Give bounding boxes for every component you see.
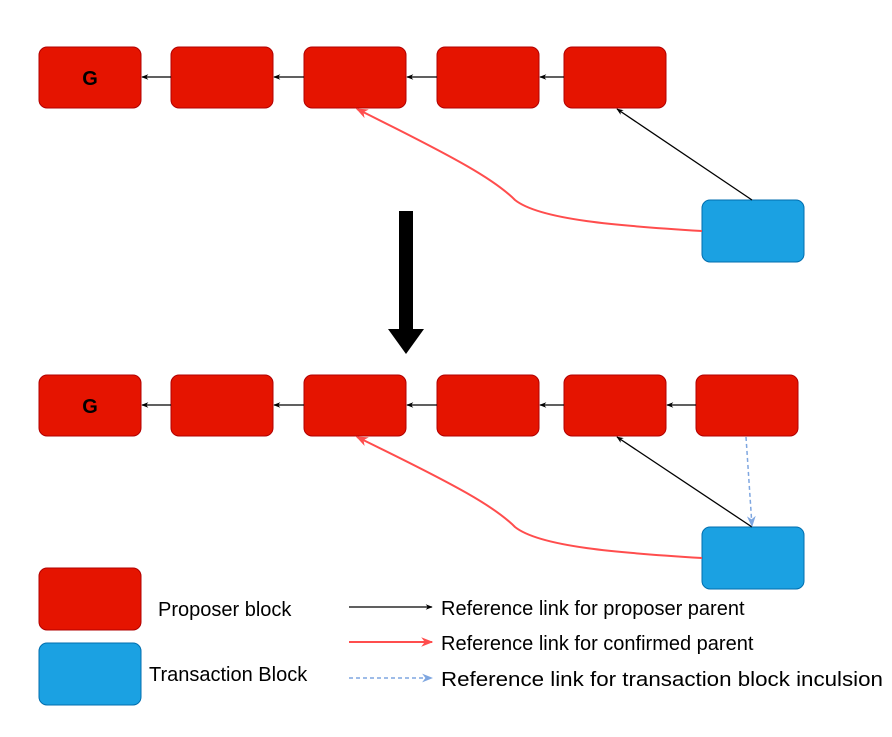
- legend-confirmed-parent-label: Reference link for confirmed parent: [441, 633, 754, 655]
- legend-proposer-swatch: [38, 567, 142, 631]
- proposer-block: [436, 374, 540, 437]
- confirmed-parent-link: [355, 436, 703, 559]
- proposer-block-new: [695, 374, 799, 437]
- after-chain: G: [38, 374, 805, 590]
- proposer-block: [303, 374, 407, 437]
- confirmed-parent-link: [355, 108, 703, 232]
- transition-arrow: [388, 211, 424, 354]
- transaction-block: [701, 526, 805, 590]
- genesis-label: G: [82, 396, 98, 418]
- legend-proposer-parent-label: Reference link for proposer parent: [441, 598, 745, 620]
- proposer-block: [563, 374, 667, 437]
- proposer-parent-link: [616, 436, 753, 528]
- legend-proposer-label: Proposer block: [158, 599, 292, 621]
- transaction-block: [701, 199, 805, 263]
- transaction-inclusion-link: [745, 436, 756, 528]
- proposer-block: [303, 46, 407, 109]
- proposer-block-genesis: [38, 374, 142, 437]
- proposer-block: [436, 46, 540, 109]
- proposer-block-genesis: [38, 46, 142, 109]
- proposer-block: [170, 374, 274, 437]
- proposer-block: [563, 46, 667, 109]
- legend: Proposer block Transaction Block Referen…: [38, 567, 883, 706]
- proposer-parent-link: [616, 108, 753, 201]
- genesis-label: G: [82, 68, 98, 90]
- legend-transaction-swatch: [38, 642, 142, 706]
- before-chain: G: [38, 46, 805, 263]
- legend-transaction-label: Transaction Block: [149, 664, 308, 686]
- legend-transaction-inclusion-label: Reference link for transaction block inc…: [441, 669, 883, 691]
- proposer-block: [170, 46, 274, 109]
